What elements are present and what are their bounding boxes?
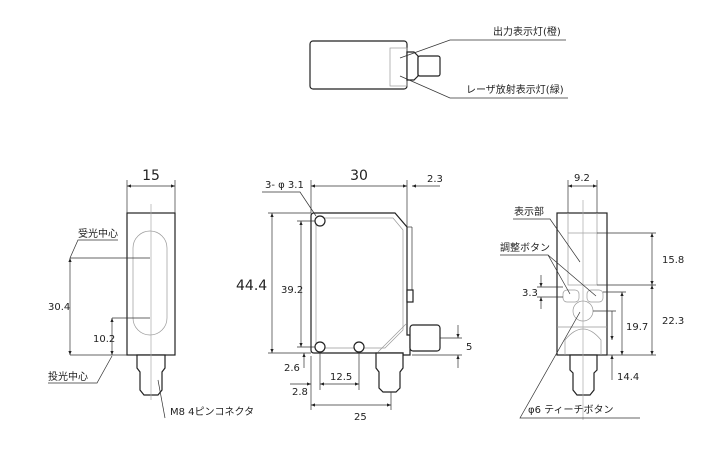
dim-14-4: 14.4 (617, 372, 639, 383)
mount-hole (353, 341, 365, 353)
adjust-button[interactable] (562, 289, 580, 303)
dim-2-3: 2.3 (427, 174, 443, 185)
label-holes: 3- φ 3.1 (265, 180, 304, 191)
dim-19-7: 19.7 (626, 322, 648, 333)
label-adjust-buttons: 調整ボタン (500, 241, 550, 254)
dim-15: 15 (142, 168, 160, 184)
connector-base (406, 51, 419, 81)
leader-laser-indicator (399, 75, 568, 99)
label-laser-indicator: レーザ放射表示灯(緑) (466, 83, 564, 96)
connector-back (569, 354, 598, 396)
label-emitter-center: 投光中心 (48, 370, 88, 383)
mount-hole (314, 341, 326, 353)
lens-window (132, 230, 168, 336)
dim-10-2: 10.2 (93, 334, 115, 345)
dim-25: 25 (354, 412, 367, 423)
dim-30-4: 30.4 (48, 302, 70, 313)
dim-39-2: 39.2 (281, 285, 303, 296)
left-view: 15 受光中心 30.4 10.2 投光中心 M8 4ピンコネクタ (48, 168, 254, 419)
dim-22-3: 22.3 (662, 316, 684, 327)
label-receiver-center: 受光中心 (78, 227, 118, 240)
sensor-body-front (310, 212, 411, 356)
dim-5: 5 (466, 342, 472, 353)
right-view: 9.2 表示部 調整ボタン 15.8 22.3 19.7 14.4 3.3 φ6… (500, 173, 684, 420)
front-view: 30 2.3 3- φ 3.1 44.4 39.2 2.6 12.5 2.8 2… (236, 168, 472, 423)
label-teach-button: φ6 ティーチボタン (528, 404, 614, 416)
dim-3-3: 3.3 (522, 288, 538, 299)
dim-9-2: 9.2 (574, 173, 590, 184)
dim-12-5: 12.5 (330, 372, 352, 383)
connector-side (409, 324, 441, 352)
label-output-indicator: 出力表示灯(橙) (493, 25, 561, 38)
label-display: 表示部 (514, 205, 544, 218)
adjust-button[interactable] (586, 289, 604, 303)
dim-15-8: 15.8 (662, 255, 684, 266)
leader-output-indicator (399, 39, 566, 59)
dim-44-4: 44.4 (236, 278, 267, 294)
mount-hole (314, 215, 326, 227)
top-view: 出力表示灯(橙) レーザ放射表示灯(緑) (309, 25, 568, 99)
dim-2-8: 2.8 (292, 387, 308, 398)
connector-top (417, 55, 441, 77)
display-area (567, 232, 598, 286)
label-connector: M8 4ピンコネクタ (170, 406, 254, 418)
dim-30: 30 (350, 168, 368, 184)
dim-2-6: 2.6 (284, 363, 300, 374)
connector-bottom (375, 352, 404, 393)
